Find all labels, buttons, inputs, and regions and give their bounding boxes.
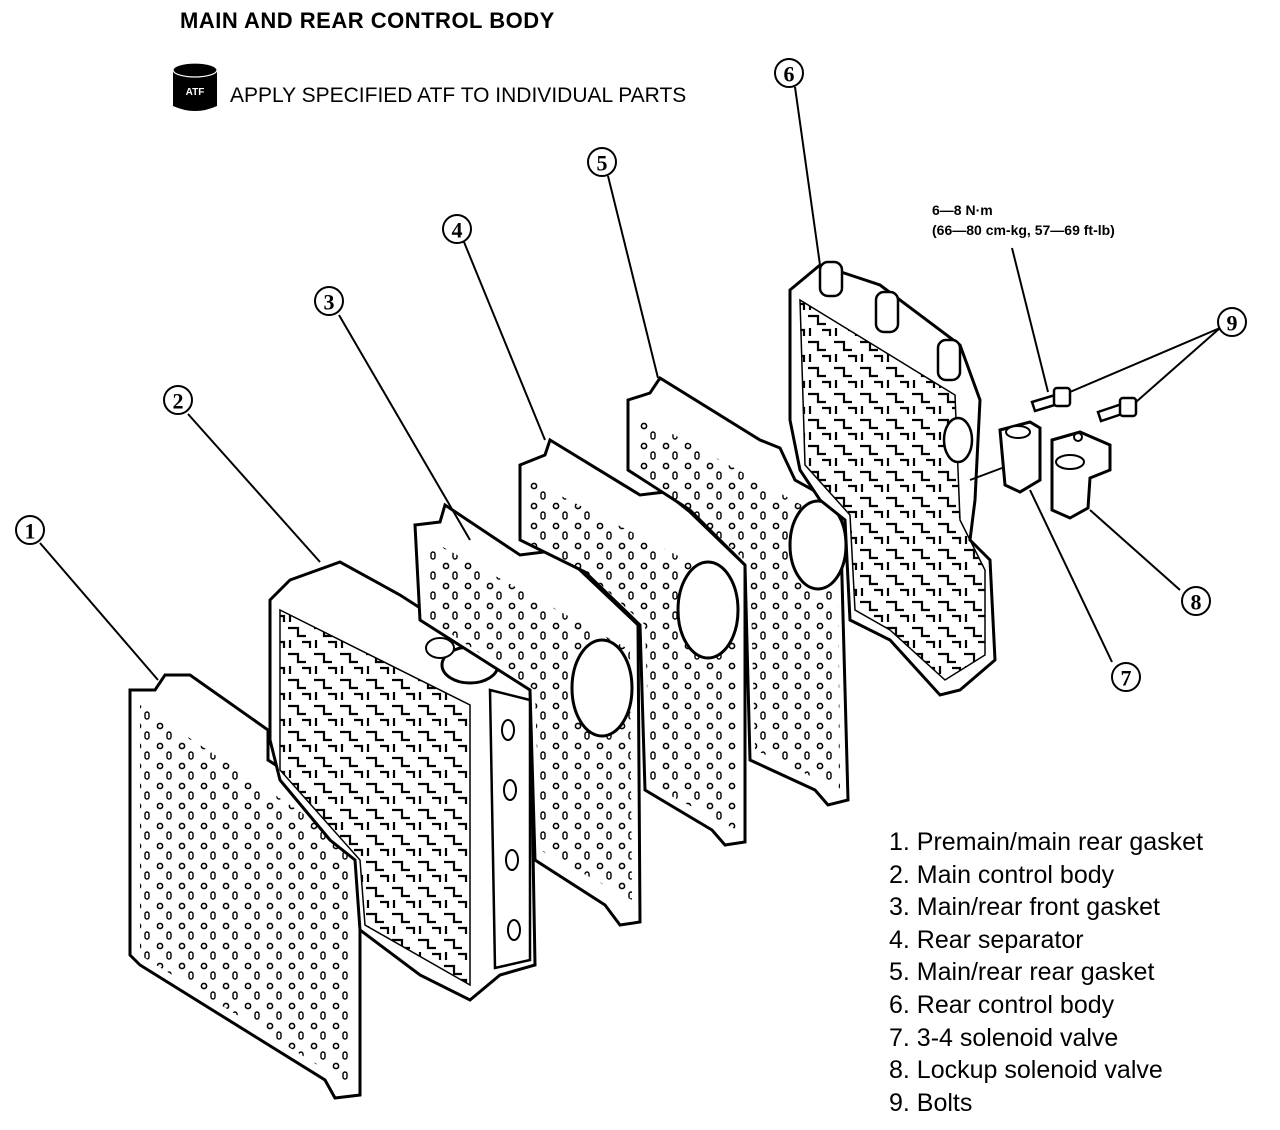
atf-icon-label: ATF bbox=[186, 87, 205, 98]
callout-1: 1 bbox=[25, 519, 36, 544]
part-4-separator bbox=[518, 437, 747, 847]
callout-3: 3 bbox=[324, 290, 335, 315]
callout-8: 8 bbox=[1191, 590, 1202, 615]
parts-legend: 1. Premain/main rear gasket 2. Main cont… bbox=[889, 826, 1203, 1119]
part-8-solenoid-valve bbox=[1050, 430, 1112, 520]
callout-2: 2 bbox=[173, 389, 184, 414]
callout-9: 9 bbox=[1227, 311, 1238, 336]
callout-5: 5 bbox=[597, 151, 608, 176]
legend-item: 1. Premain/main rear gasket bbox=[889, 828, 1204, 856]
callout-4: 4 bbox=[452, 218, 463, 243]
part-3-gasket bbox=[413, 502, 642, 927]
legend-item: 6. Rear control body bbox=[889, 990, 1115, 1019]
legend-item: 2. Main control body bbox=[889, 860, 1115, 889]
part-6-rear-control-body bbox=[788, 260, 997, 697]
atf-note: APPLY SPECIFIED ATF TO INDIVIDUAL PARTS bbox=[230, 84, 687, 107]
callout-6: 6 bbox=[784, 62, 795, 87]
callout-circles bbox=[15, 58, 1247, 692]
part-9-bolts bbox=[1030, 386, 1138, 423]
page-title: MAIN AND REAR CONTROL BODY bbox=[180, 8, 555, 33]
legend-item: 8. Lockup solenoid valve bbox=[889, 1056, 1163, 1085]
legend-item: 5. Main/rear rear gasket bbox=[889, 958, 1155, 987]
torque-spec: 6—8 N·m (66—80 cm-kg, 57—69 ft-lb) bbox=[932, 200, 1115, 240]
callout-7: 7 bbox=[1121, 666, 1132, 691]
part-2-main-control-body bbox=[268, 560, 537, 1002]
part-5-gasket bbox=[626, 375, 850, 807]
legend-item: 4. Rear separator bbox=[889, 925, 1084, 954]
legend-item: 9. Bolts bbox=[889, 1088, 973, 1117]
leader-lines bbox=[39, 86, 1221, 681]
atf-can-icon: ATF bbox=[172, 62, 218, 111]
callout-labels: 1 2 3 4 5 6 9 8 7 bbox=[25, 62, 1238, 691]
torque-line-1: 6—8 N·m bbox=[932, 202, 993, 218]
legend-item: 3. Main/rear front gasket bbox=[889, 893, 1160, 922]
part-7-solenoid-valve bbox=[969, 420, 1042, 494]
legend-item: 7. 3-4 solenoid valve bbox=[889, 1023, 1119, 1052]
torque-line-2: (66—80 cm-kg, 57—69 ft-lb) bbox=[932, 222, 1115, 238]
